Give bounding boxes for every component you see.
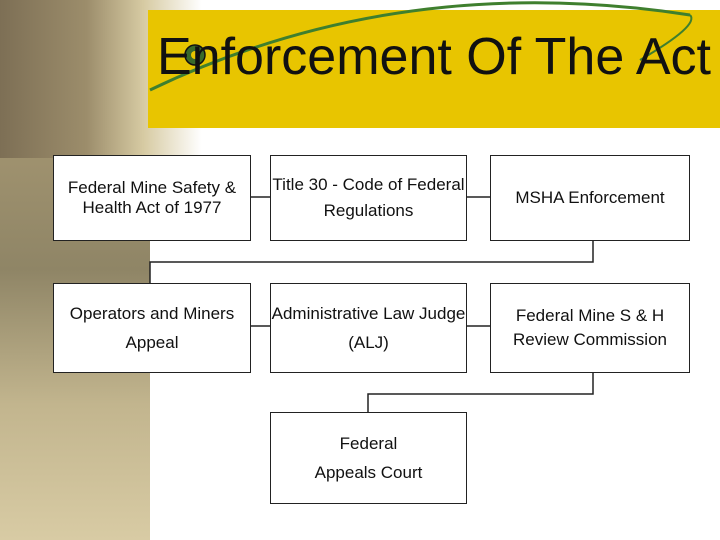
swoosh-decoration bbox=[149, 1, 693, 92]
box-operators-appeal: Operators and Miners Appeal bbox=[53, 283, 251, 373]
box-alj: Administrative Law Judge (ALJ) bbox=[270, 283, 467, 373]
box-federal-act-label: Federal Mine Safety & Health Act of 1977 bbox=[67, 178, 237, 217]
box-title-30-label: Title 30 - Code of Federal Regulations bbox=[272, 175, 465, 220]
box-review-commission-label: Federal Mine S & H Review Commission bbox=[513, 306, 667, 349]
box-msha: MSHA Enforcement bbox=[490, 155, 690, 241]
box-operators-appeal-label: Operators and Miners Appeal bbox=[69, 304, 235, 352]
page-title: Enforcement Of The Act bbox=[157, 28, 711, 86]
box-appeals-court-label: Federal Appeals Court bbox=[314, 434, 423, 482]
box-appeals-court: Federal Appeals Court bbox=[270, 412, 467, 504]
logo-icon bbox=[184, 44, 206, 66]
box-title-30: Title 30 - Code of Federal Regulations bbox=[270, 155, 467, 241]
box-msha-label: MSHA Enforcement bbox=[515, 188, 665, 207]
title-banner bbox=[148, 10, 720, 128]
box-alj-label: Administrative Law Judge (ALJ) bbox=[271, 304, 466, 352]
box-review-commission: Federal Mine S & H Review Commission bbox=[490, 283, 690, 373]
box-federal-act: Federal Mine Safety & Health Act of 1977 bbox=[53, 155, 251, 241]
